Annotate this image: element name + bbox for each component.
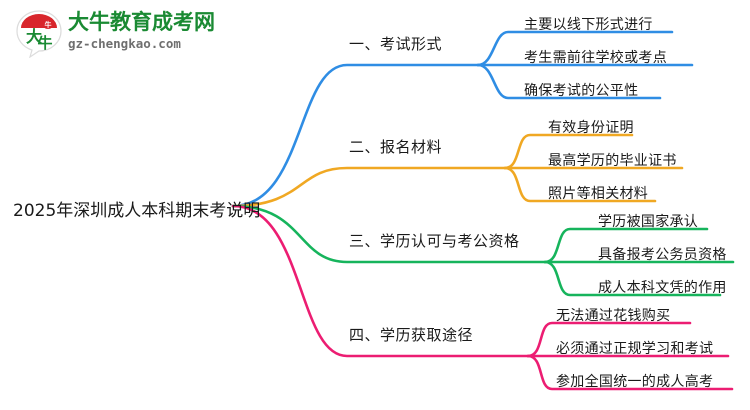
leaf-label-1-1: 主要以线下形式进行 (524, 17, 653, 33)
leaf-label-4-2: 必须通过正规学习和考试 (556, 341, 714, 357)
leaf-connector-1-3 (476, 63, 662, 100)
branch-trunk-1 (231, 63, 480, 208)
svg-text:牛: 牛 (45, 20, 52, 29)
leaf-label-4-3: 参加全国统一的成人高考 (556, 374, 714, 390)
leaf-connector-2-3 (503, 166, 657, 203)
svg-text:大: 大 (26, 27, 42, 46)
branch-trunk-3 (231, 204, 547, 264)
site-logo: 大 牛 牛 大牛教育成考网 gz-chengkao.com (14, 6, 215, 60)
root-node-title: 2025年深圳成人本科期末考说明 (13, 201, 261, 221)
svg-text:牛: 牛 (37, 34, 52, 52)
leaf-label-3-3: 成人本科文凭的作用 (598, 280, 727, 296)
branch-trunk-2 (231, 166, 507, 208)
branch-label-1: 一、考试形式 (349, 35, 443, 53)
leaf-label-1-2: 考生需前往学校或考点 (524, 50, 667, 66)
logo-wordmark: 大牛教育成考网 gz-chengkao.com (68, 10, 215, 52)
leaf-label-2-3: 照片等相关材料 (548, 186, 649, 202)
leaf-connector-3-3 (543, 260, 722, 297)
branch-label-4: 四、学历获取途径 (349, 326, 474, 344)
logo-name-cn: 大牛教育成考网 (68, 10, 215, 34)
branch-label-2: 二、报名材料 (349, 138, 443, 156)
leaf-label-3-1: 学历被国家承认 (598, 214, 699, 230)
branch-trunk-4 (231, 204, 530, 358)
leaf-label-1-3: 确保考试的公平性 (524, 83, 639, 99)
logo-mark-icon: 大 牛 牛 (14, 8, 64, 59)
leaf-connector-4-3 (526, 354, 734, 391)
leaf-label-4-1: 无法通过花钱购买 (556, 308, 671, 324)
branch-label-3: 三、学历认可与考公资格 (349, 232, 520, 250)
leaf-label-3-2: 具备报考公务员资格 (598, 247, 727, 263)
leaf-label-2-2: 最高学历的毕业证书 (548, 153, 677, 169)
logo-domain: gz-chengkao.com (68, 36, 181, 51)
leaf-label-2-1: 有效身份证明 (548, 120, 634, 136)
